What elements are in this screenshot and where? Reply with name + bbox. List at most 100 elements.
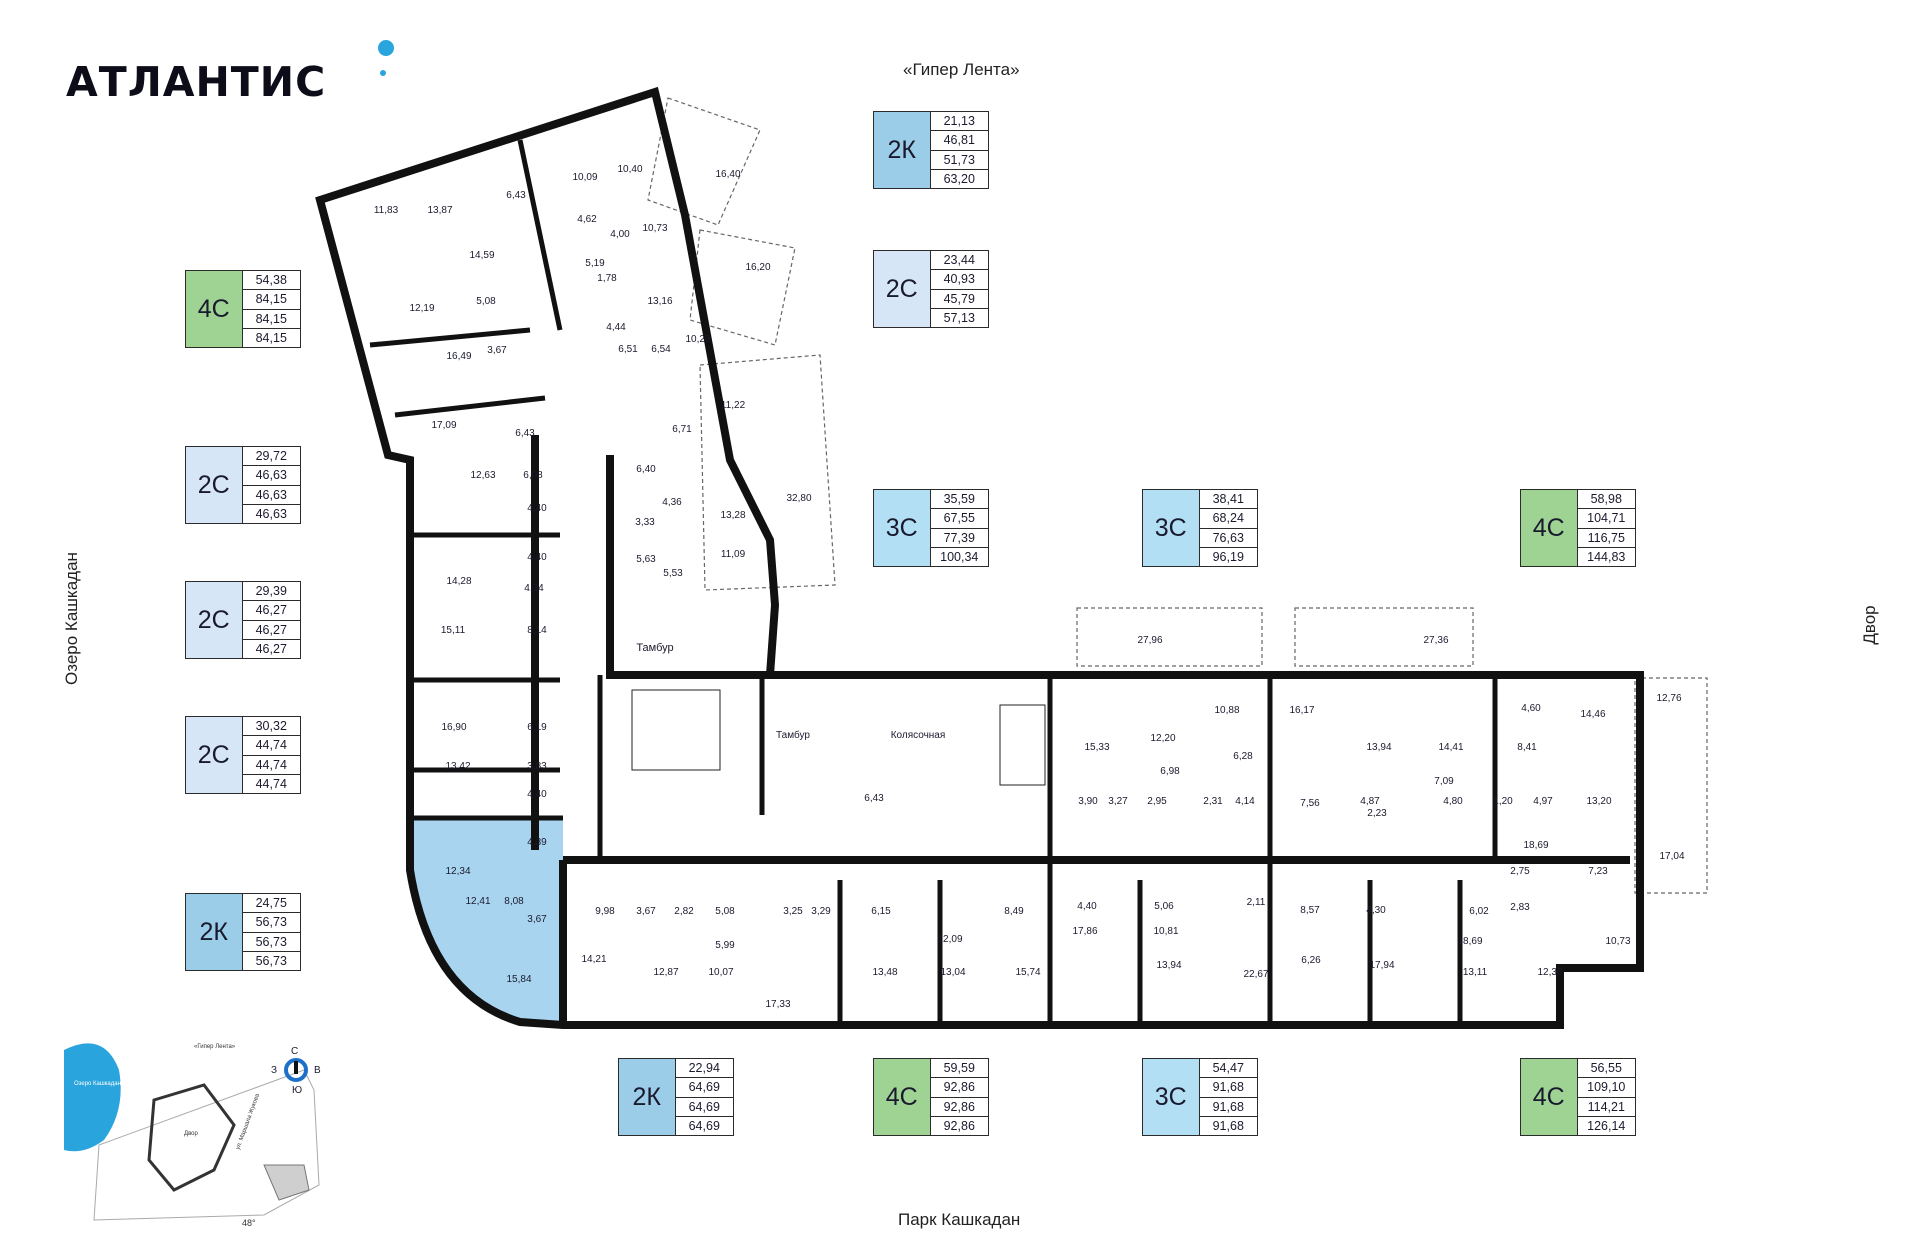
room-area: 15,74: [1015, 967, 1040, 978]
room-labels: Тамбур Тамбур Колясочная 11,83 13,87 6,4…: [374, 164, 1685, 1010]
room-area: 3,29: [811, 906, 831, 917]
area-value: 91,68: [1199, 1098, 1257, 1117]
room-area: 3,33: [635, 517, 655, 528]
room-tambur-2: Тамбур: [776, 729, 810, 741]
room-area: 18,69: [1457, 936, 1482, 947]
area-value: 77,39: [930, 529, 988, 548]
room-area: 13,16: [647, 296, 672, 307]
area-value: 126,14: [1587, 1118, 1626, 1133]
room-area: 6,26: [1301, 955, 1321, 966]
room-area: 12,19: [409, 303, 434, 314]
room-area: 10,88: [1214, 705, 1239, 716]
room-area: 12,87: [653, 967, 678, 978]
apartment-type: 4С: [874, 1059, 931, 1135]
room-area: 3,90: [1078, 796, 1098, 807]
area-value: 76,63: [1199, 529, 1257, 548]
area-value: 58,98: [1577, 490, 1635, 510]
room-area: 8,14: [527, 625, 547, 636]
apartment-type: 2К: [619, 1059, 676, 1135]
room-area: 2,31: [1203, 796, 1223, 807]
room-tambur-1: Тамбур: [636, 642, 673, 654]
room-area: 13,94: [1156, 960, 1181, 971]
area-value: 46,81: [930, 131, 988, 151]
room-area: 10,81: [1153, 926, 1178, 937]
room-area: 1,78: [597, 273, 617, 284]
room-area: 4,80: [1443, 796, 1463, 807]
area-value: 35,59: [930, 490, 988, 510]
room-area: 17,04: [1659, 851, 1684, 862]
room-area: 16,20: [745, 262, 770, 273]
balconies: [647, 97, 1708, 894]
room-area: 4,40: [527, 552, 547, 563]
area-value: 46,63: [242, 466, 300, 486]
room-area: 10,28: [685, 334, 710, 345]
room-area: 10,09: [572, 172, 597, 183]
room-area: 4,60: [1521, 703, 1541, 714]
room-area: 3,67: [487, 345, 507, 356]
room-area: 5,08: [715, 906, 735, 917]
walls: [315, 86, 1644, 1029]
area-value: 68,24: [1199, 509, 1257, 529]
apartment-type: 4С: [1521, 490, 1578, 566]
room-area: 10,07: [708, 967, 733, 978]
room-area: 27,36: [1423, 635, 1448, 646]
room-area: 5,19: [585, 258, 605, 269]
area-value: 92,86: [930, 1098, 988, 1117]
area-value: 30,32: [242, 717, 300, 737]
room-area: 13,48: [872, 967, 897, 978]
room-area: 6,43: [864, 793, 884, 804]
room-area: 7,56: [1300, 798, 1320, 809]
area-value: 44,74: [242, 736, 300, 756]
area-value: 114,21: [1577, 1098, 1635, 1117]
apartment-type: 2К: [186, 894, 243, 970]
room-area: 10,40: [617, 164, 642, 175]
room-area: 5,06: [1154, 901, 1174, 912]
room-area: 15,84: [506, 974, 531, 985]
room-area: 6,71: [672, 424, 692, 435]
room-area: 12,63: [470, 470, 495, 481]
room-area: 8,57: [1300, 905, 1320, 916]
room-area: 22,67: [1243, 969, 1268, 980]
room-area: 6,51: [618, 344, 638, 355]
room-area: 32,80: [786, 493, 811, 504]
room-area: 7,23: [1588, 866, 1608, 877]
room-area: 11,83: [374, 205, 399, 216]
area-value: 116,75: [1577, 529, 1635, 548]
area-value: 109,10: [1577, 1078, 1635, 1098]
room-area: 14,21: [581, 954, 606, 965]
room-area: 3,27: [1108, 796, 1128, 807]
room-area: 27,96: [1137, 635, 1162, 646]
room-area: 13,11: [1463, 967, 1488, 978]
room-area: 18,69: [1523, 840, 1548, 851]
area-value: 59,59: [930, 1059, 988, 1079]
room-area: 15,11: [441, 625, 466, 636]
room-area: 13,28: [720, 510, 745, 521]
area-value: 44,74: [242, 756, 300, 775]
room-area: 4,34: [524, 583, 544, 594]
room-area: 16,90: [441, 722, 466, 733]
room-area: 14,28: [446, 576, 471, 587]
compass-west: З: [271, 1065, 278, 1076]
room-area: 4,36: [662, 497, 682, 508]
area-value: 46,27: [255, 641, 287, 656]
room-area: 11,09: [721, 549, 746, 560]
room-area: 14,59: [469, 250, 494, 261]
room-area: 12,41: [465, 896, 490, 907]
room-area: 4,30: [1366, 905, 1386, 916]
room-area: 2,11: [1247, 897, 1266, 908]
room-area: 12,76: [1656, 693, 1681, 704]
